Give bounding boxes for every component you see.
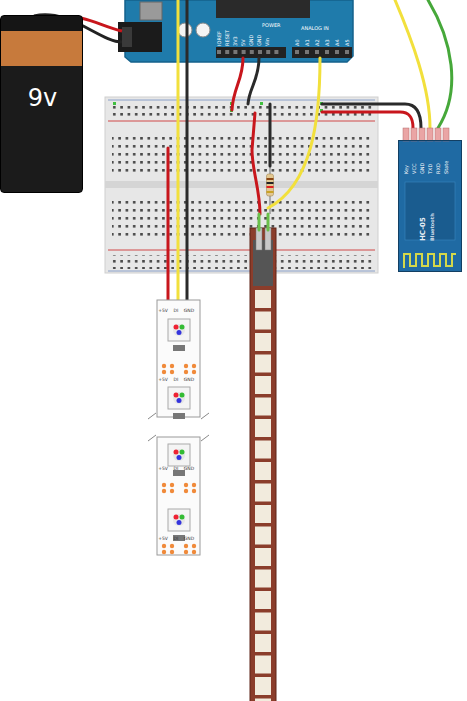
pin-label: A3 xyxy=(325,39,330,46)
node-subtitle: Bluetooth xyxy=(430,213,435,241)
pin-label: Vin xyxy=(265,38,270,46)
pin-label: A1 xyxy=(305,39,310,46)
pin-label: VCC xyxy=(412,164,417,174)
header-title: ANALOG IN xyxy=(301,26,329,31)
pad-label: GND xyxy=(184,309,194,314)
pad-label: +5V xyxy=(158,467,168,472)
arduino-board xyxy=(118,0,353,62)
breadboard xyxy=(105,97,378,273)
pad-label: DI xyxy=(174,309,179,314)
pin-label: 5V xyxy=(241,39,246,46)
pad-label: GND xyxy=(184,378,194,383)
pin-label: Key xyxy=(404,165,409,174)
pin-label: RESET xyxy=(225,30,230,46)
pin-label: RXD xyxy=(436,163,441,174)
header-title: POWER xyxy=(262,23,281,28)
pin-label: GND xyxy=(257,35,262,46)
pin-label: A2 xyxy=(315,39,320,46)
pin-label: 3V3 xyxy=(233,36,238,46)
battery-9v: 9v xyxy=(0,15,83,193)
pin-label: A4 xyxy=(335,39,340,46)
pad-label: DI xyxy=(174,537,179,542)
flex-sensor xyxy=(250,228,276,701)
node-title: 9v xyxy=(28,86,57,110)
pin-label: State xyxy=(444,161,449,174)
pin-label: A5 xyxy=(345,39,350,46)
pin-label: GND xyxy=(249,35,254,46)
pad-label: DI xyxy=(174,467,179,472)
pad-label: GND xyxy=(184,467,194,472)
pad-label: +5V xyxy=(158,309,168,314)
bluetooth-module: HC-05Bluetooth xyxy=(398,140,462,272)
led-strip xyxy=(148,300,209,555)
pad-label: GND xyxy=(184,537,194,542)
pin-label: GND xyxy=(420,163,425,174)
pad-label: +5V xyxy=(158,537,168,542)
pin-label: TXD xyxy=(428,164,433,174)
bluetooth-module xyxy=(398,128,462,272)
pad-label: DI xyxy=(174,378,179,383)
pin-label: IOREF xyxy=(217,31,222,46)
node-title: HC-05 xyxy=(420,217,427,241)
pin-label: A0 xyxy=(295,39,300,46)
pad-label: +5V xyxy=(158,378,168,383)
